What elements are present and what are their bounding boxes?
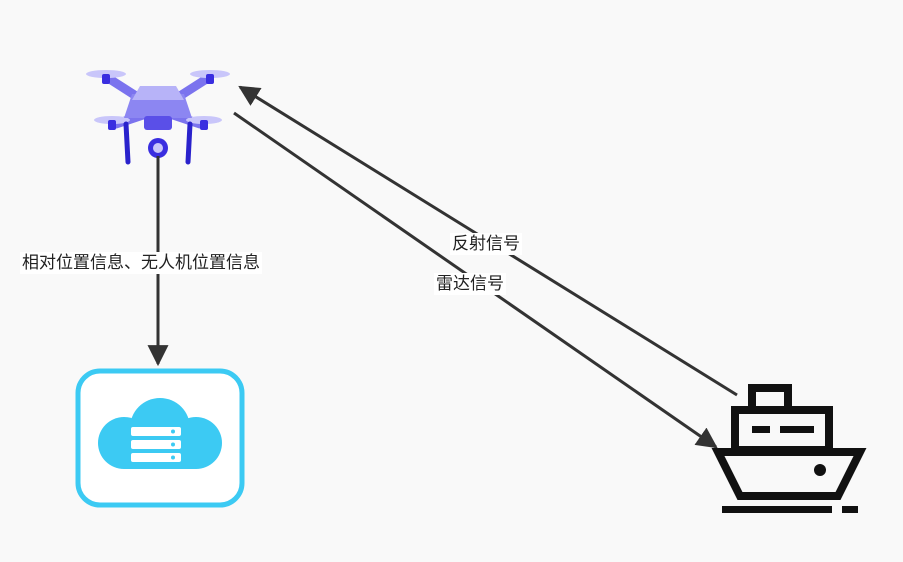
drone-icon	[86, 70, 230, 165]
cloud-server-icon	[75, 368, 245, 508]
edge-label-reflected-signal: 反射信号	[450, 233, 522, 255]
edge-label-position-info: 相对位置信息、无人机位置信息	[20, 252, 262, 274]
edge-label-radar-signal: 雷达信号	[434, 273, 506, 295]
ship-icon	[711, 384, 867, 513]
